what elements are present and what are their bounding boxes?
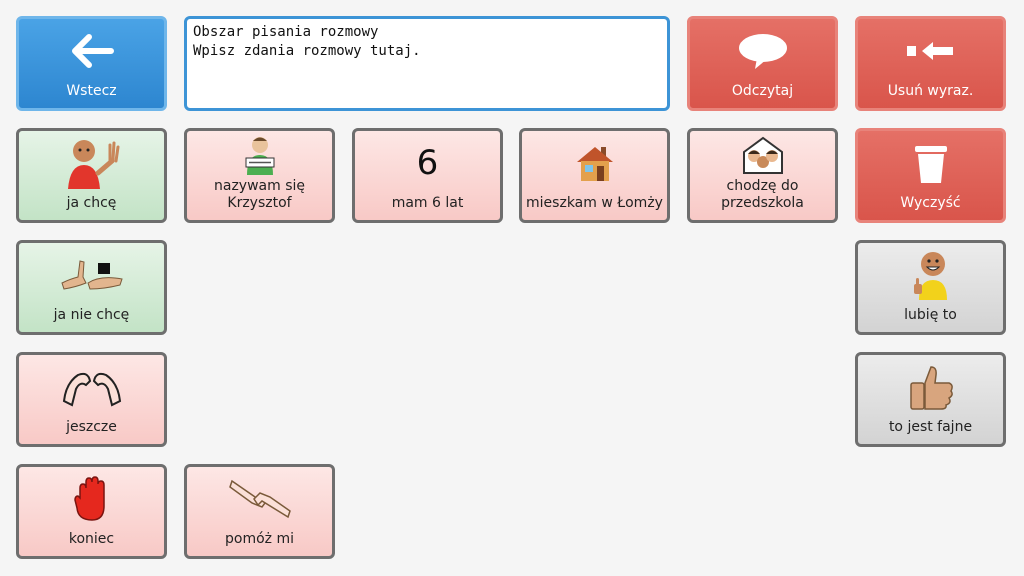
i-want-label: ja chcę <box>66 195 117 211</box>
tile-age[interactable]: 6 mam 6 lat <box>352 128 503 223</box>
arrow-left-icon <box>19 19 164 83</box>
tile-dont-want[interactable]: ja nie chcę <box>16 240 167 335</box>
tile-end[interactable]: koniec <box>16 464 167 559</box>
live-label: mieszkam w Łomży <box>526 195 663 211</box>
tile-help-me[interactable]: pomóż mi <box>184 464 335 559</box>
helping-hands-icon <box>187 467 332 531</box>
dont-want-label: ja nie chcę <box>53 307 130 323</box>
sign-more-hands-icon <box>19 355 164 419</box>
end-label: koniec <box>68 531 115 547</box>
cool-label: to jest fajne <box>888 419 973 435</box>
age-label: mam 6 lat <box>391 195 464 211</box>
tile-i-want[interactable]: ja chcę <box>16 128 167 223</box>
tile-like-it[interactable]: lubię to <box>855 240 1006 335</box>
preschool-children-icon <box>690 131 835 178</box>
tile-more[interactable]: jeszcze <box>16 352 167 447</box>
thumbs-up-icon <box>858 355 1003 419</box>
backspace-icon <box>858 19 1003 83</box>
clear-button[interactable]: Wyczyść <box>855 128 1006 223</box>
message-title: Obszar pisania rozmowy <box>193 24 379 40</box>
read-aloud-button[interactable]: Odczytaj <box>687 16 838 111</box>
tile-preschool[interactable]: chodzę do przedszkola <box>687 128 838 223</box>
trash-icon <box>858 131 1003 195</box>
tile-live[interactable]: mieszkam w Łomży <box>519 128 670 223</box>
tile-cool[interactable]: to jest fajne <box>855 352 1006 447</box>
speech-bubble-icon <box>690 19 835 83</box>
delete-word-button[interactable]: Usuń wyraz. <box>855 16 1006 111</box>
back-label: Wstecz <box>66 83 117 99</box>
like-it-label: lubię to <box>904 307 957 323</box>
house-icon <box>522 131 667 195</box>
delete-word-label: Usuń wyraz. <box>887 83 974 99</box>
number-six-symbol: 6 <box>416 142 439 183</box>
message-placeholder: Wpisz zdania rozmowy tutaj. <box>193 43 421 59</box>
message-input[interactable]: Obszar pisania rozmowy Wpisz zdania rozm… <box>184 16 670 111</box>
help-me-label: pomóż mi <box>225 531 294 547</box>
smiling-person-thumbs-up-icon <box>858 243 1003 307</box>
tile-my-name[interactable]: nazywam się Krzysztof <box>184 128 335 223</box>
more-label: jeszcze <box>66 419 117 435</box>
read-aloud-label: Odczytaj <box>731 83 794 99</box>
clear-label: Wyczyść <box>900 195 961 211</box>
preschool-label: chodzę do przedszkola <box>721 178 804 211</box>
my-name-label: nazywam się Krzysztof <box>214 178 305 211</box>
stop-hand-icon <box>19 467 164 531</box>
name-badge-person-icon <box>187 131 332 178</box>
back-button[interactable]: Wstecz <box>16 16 167 111</box>
refusing-hands-icon <box>19 243 164 307</box>
person-waving-icon <box>19 131 164 195</box>
